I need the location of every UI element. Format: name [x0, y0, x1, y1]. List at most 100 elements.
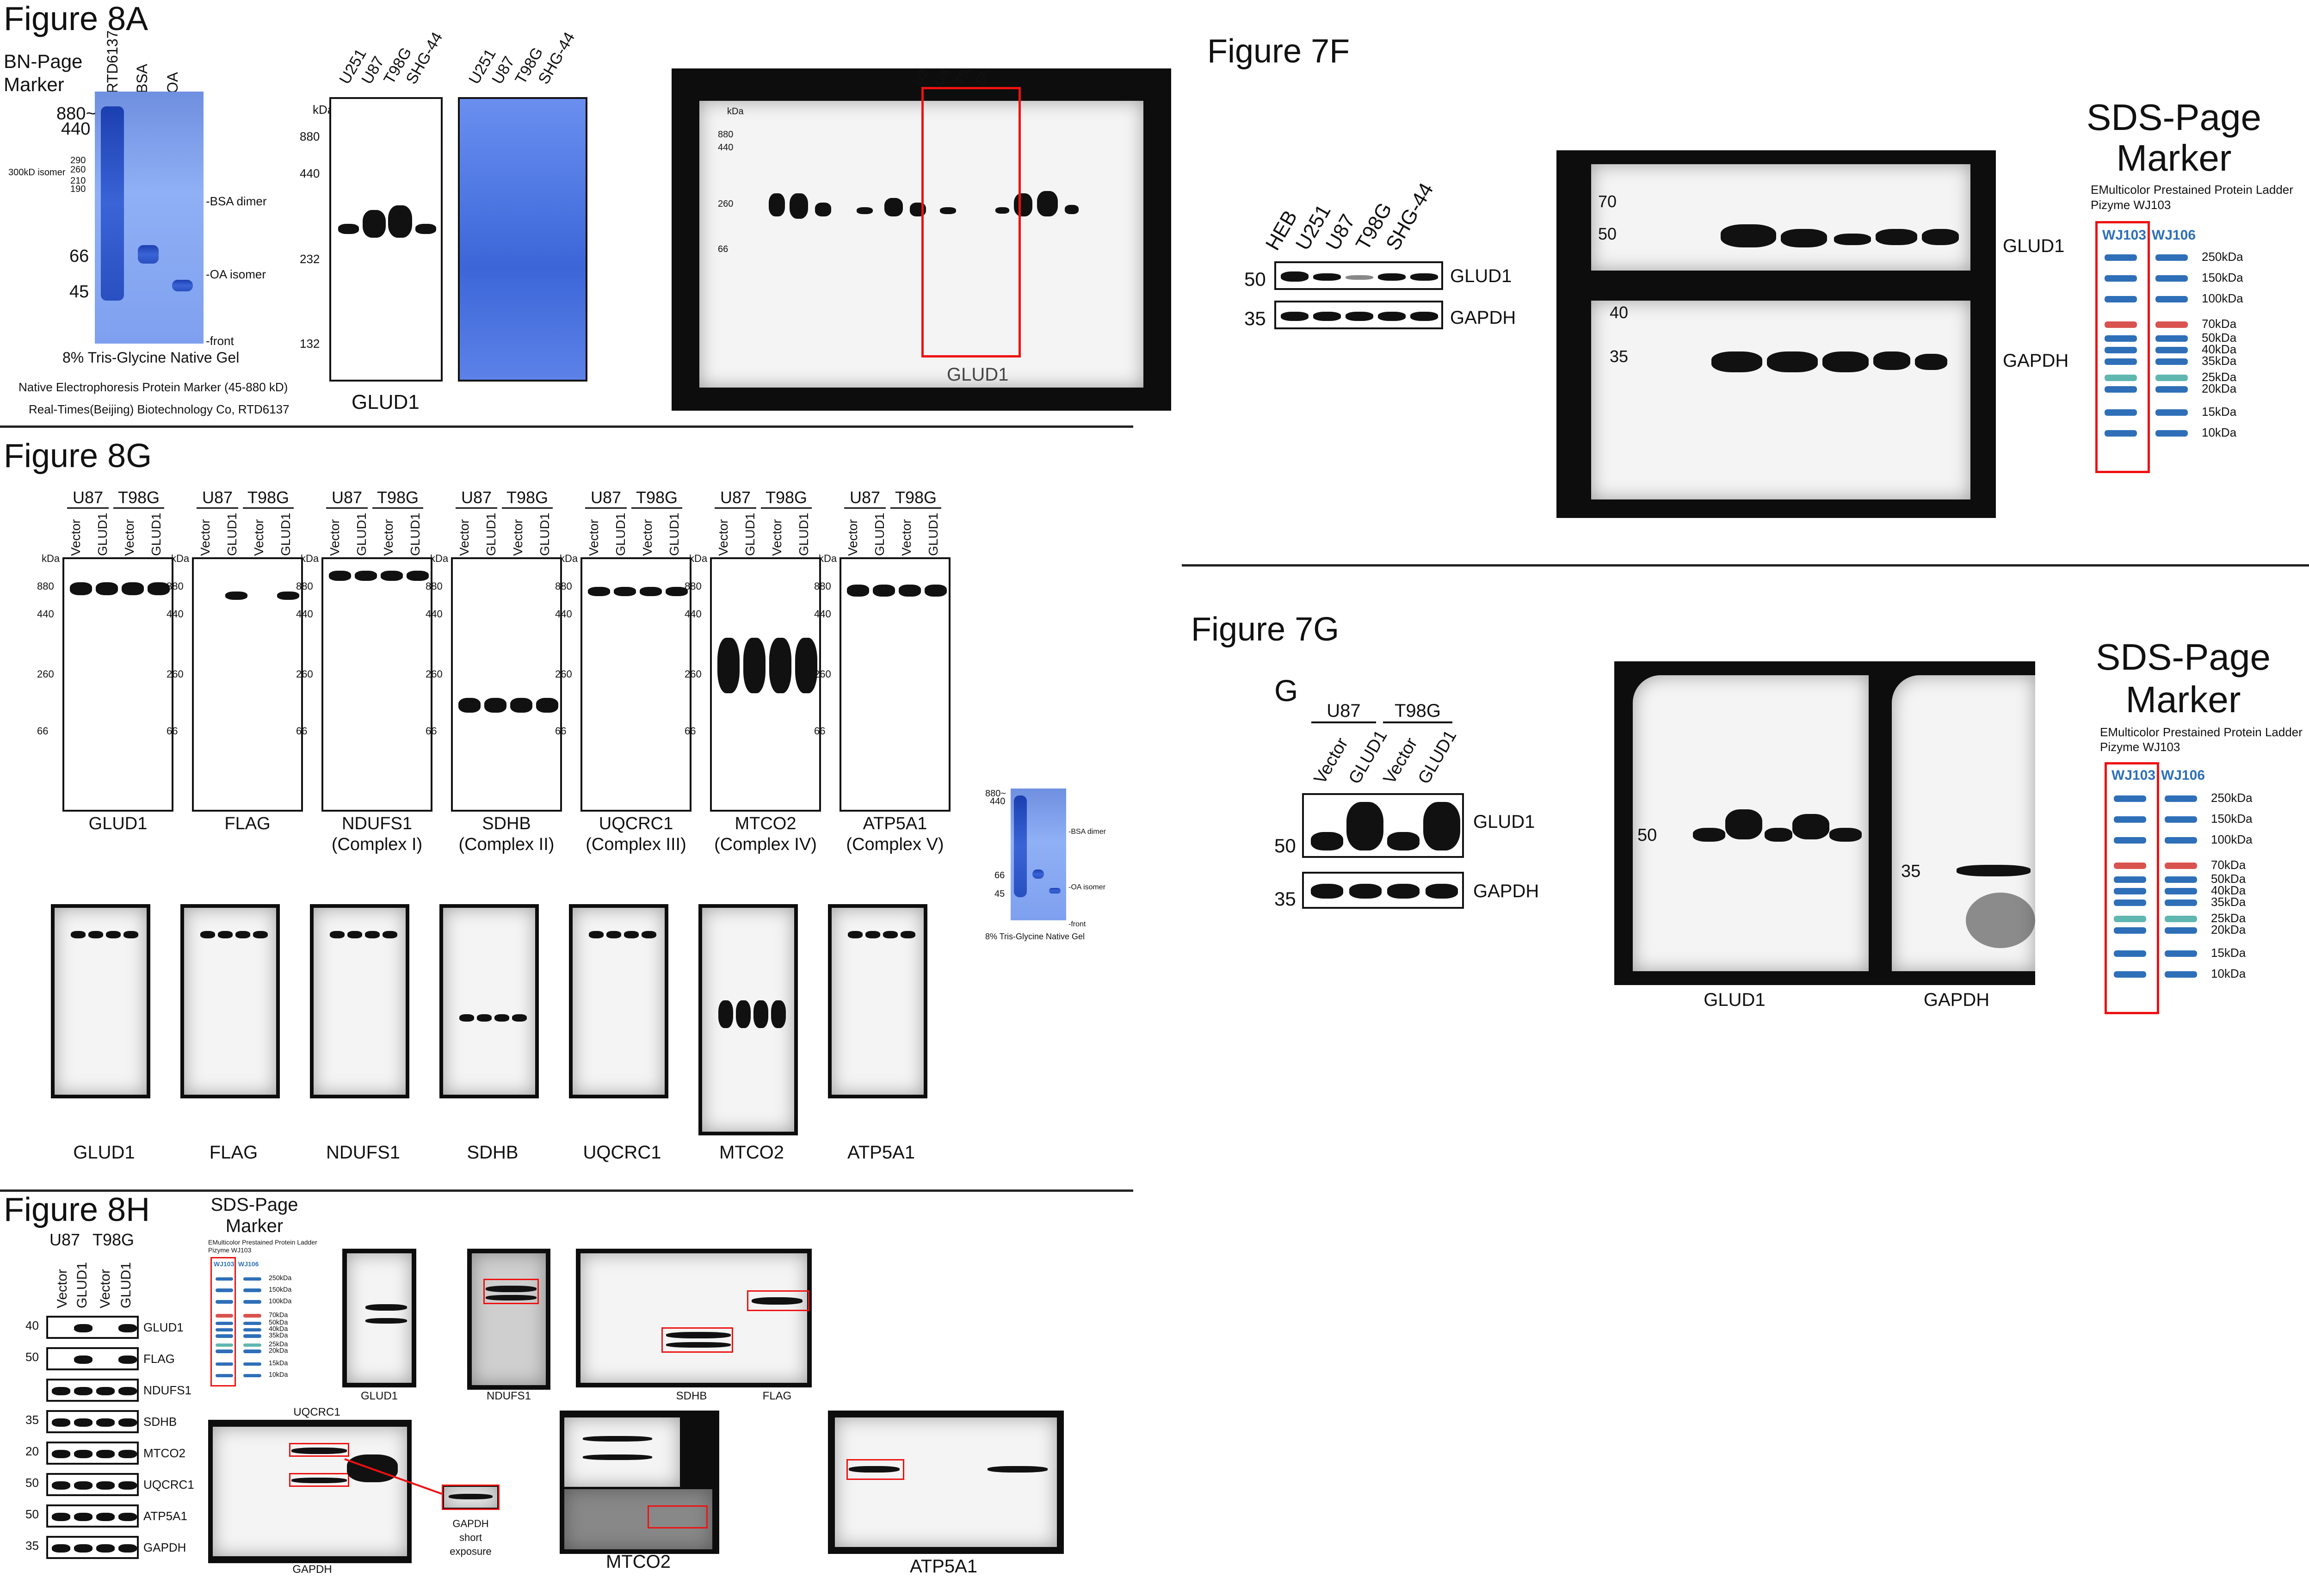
- band: [235, 931, 250, 938]
- band: [253, 931, 268, 938]
- ladder-band: [2114, 876, 2146, 883]
- band: [365, 1318, 407, 1324]
- band: [1711, 351, 1762, 372]
- band: [218, 931, 233, 938]
- band: [1387, 884, 1420, 899]
- ladder-band: [2114, 863, 2146, 869]
- band: [477, 1014, 492, 1022]
- band: [988, 1466, 1048, 1473]
- 8h-connector-line: [344, 1458, 442, 1495]
- 8g-group-t98g: T98G: [372, 488, 423, 509]
- band: [1426, 884, 1458, 899]
- 8g-kda-tick: 880: [814, 580, 831, 592]
- 7g-gapdh-film: 35: [1873, 661, 2035, 985]
- band: [118, 1450, 137, 1458]
- divider-8g: [0, 1189, 1133, 1192]
- ladder-band: [243, 1314, 261, 1318]
- photo-kda-label: kDa: [727, 106, 744, 117]
- band: [407, 571, 429, 581]
- 8g-mini-ladder-lane: [1014, 795, 1027, 897]
- 8g-raw-film-mtco2: [698, 904, 798, 1135]
- band: [291, 1478, 347, 1483]
- ladder-band: [2114, 888, 2146, 894]
- 8g-kda-tick: 260: [814, 668, 831, 680]
- film: [443, 908, 535, 1095]
- 8h-row-mw: 35: [25, 1413, 39, 1427]
- ladder-band: [2114, 900, 2146, 906]
- 8g-kda-label: kDa: [430, 553, 449, 564]
- 7f-film-mw-35: 35: [1610, 347, 1629, 366]
- ladder-band: [243, 1277, 261, 1281]
- band: [1765, 828, 1792, 842]
- band: [583, 1436, 652, 1442]
- ladder-kda-label: 35kDa: [269, 1331, 288, 1339]
- band: [606, 931, 621, 938]
- film: [213, 1427, 407, 1556]
- marker-kda-440: 440: [61, 119, 91, 139]
- ladder-band: [2114, 950, 2146, 957]
- highlight-box: [846, 1459, 904, 1480]
- ladder-band: [2165, 888, 2197, 894]
- photo-kda-440: 440: [718, 142, 734, 153]
- 8g-kda-tick: 440: [167, 608, 184, 620]
- band: [1822, 351, 1869, 372]
- 8h-film-caption-atp5a1: ATP5A1: [910, 1556, 977, 1577]
- ladder-band: [243, 1343, 261, 1347]
- film: [702, 908, 794, 1132]
- film: [472, 1253, 546, 1385]
- band: [484, 698, 506, 713]
- band: [74, 1544, 93, 1553]
- 8g-lane-label: Vector: [457, 519, 471, 556]
- band: [338, 224, 359, 234]
- 8h-row-mw: 50: [25, 1476, 39, 1490]
- divider-8a: [0, 425, 1133, 428]
- ladder-band: [2165, 950, 2197, 957]
- glud1-native-blot: [329, 97, 443, 382]
- band: [1065, 205, 1079, 214]
- 8g-group-u87: U87: [326, 488, 368, 509]
- marker-lane-oa: OA: [164, 72, 181, 93]
- fig8a-raw-film-photo: kDa 880 440 260 66 U251 U87 T98G SHG-44 …: [672, 68, 1171, 411]
- 8g-group-u87: U87: [585, 488, 627, 509]
- highlight-box: [661, 1327, 733, 1353]
- 8h-row-blot-mtco2: [46, 1442, 139, 1465]
- band: [1378, 312, 1406, 321]
- 8g-mini-bsa-annot: -BSA dimer: [1068, 828, 1106, 836]
- 7g-panel-letter: G: [1274, 673, 1298, 708]
- 8g-caption: MTCO2: [735, 814, 796, 833]
- 8g-kda-tick: 66: [814, 725, 826, 737]
- band: [1346, 275, 1373, 280]
- 8g-kda-tick: 66: [167, 725, 178, 737]
- marker-kda-880: 880~: [56, 104, 96, 123]
- 8h-row-label: NDUFS1: [143, 1383, 192, 1397]
- band: [118, 1324, 137, 1332]
- band: [96, 1544, 115, 1553]
- band: [52, 1513, 70, 1521]
- 8g-kda-tick: 66: [685, 725, 696, 737]
- ladder-kda-label: 150kDa: [2211, 812, 2253, 826]
- 8g-caption: GLUD1: [88, 814, 148, 833]
- 8g-lane-label: Vector: [198, 519, 212, 556]
- ladder-kda-label: 40kDa: [2211, 883, 2246, 897]
- ladder-band: [215, 1314, 233, 1318]
- 8g-raw-film-glud1: [51, 904, 150, 1098]
- film: [314, 908, 406, 1095]
- 7g-film-caption-glud1: GLUD1: [1704, 990, 1766, 1010]
- photo-kda-880: 880: [718, 129, 734, 140]
- band: [355, 571, 377, 581]
- ladder-band: [243, 1362, 261, 1366]
- ladder-kda-label: 25kDa: [2211, 911, 2246, 925]
- 8g-raw-film-sdhb: [439, 904, 539, 1098]
- ladder-kda-label: 70kDa: [2211, 858, 2246, 872]
- 7g-sds-marker-title: SDS-Page Marker: [2096, 636, 2271, 720]
- band: [589, 931, 604, 938]
- film: [1591, 164, 1970, 271]
- 8h-film-mtco2: [560, 1411, 719, 1554]
- ladder-band: [2155, 375, 2188, 381]
- 8h-lane-glud1-2: GLUD1: [118, 1262, 134, 1308]
- ladder-kda-label: 25kDa: [269, 1341, 288, 1348]
- 8g-raw-caption: UQCRC1: [583, 1142, 661, 1163]
- 8g-blot-glud1: [62, 557, 173, 812]
- annot-oa-isomer: -OA isomer: [206, 267, 266, 281]
